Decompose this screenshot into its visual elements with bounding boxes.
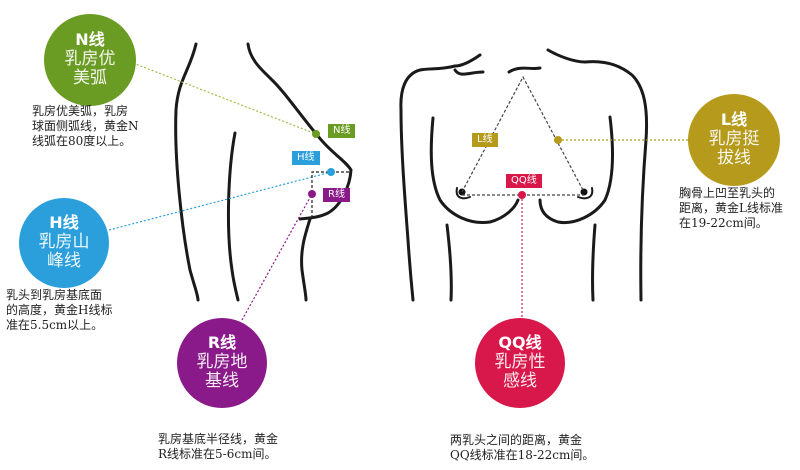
- n-subtitle-2: 美弧: [73, 68, 107, 89]
- desc-line: 准在5.5cm以上。: [6, 318, 104, 332]
- qq-description: 两乳头之间的距离，黄金 QQ线标准在18-22cm间。: [450, 433, 594, 463]
- l-subtitle-2: 拔线: [717, 148, 751, 169]
- desc-line: 球面侧弧线，黄金N: [32, 119, 139, 133]
- desc-line: 线弧在80度以上。: [32, 134, 132, 148]
- h-tag: H线: [292, 151, 320, 165]
- n-point: [312, 130, 320, 138]
- desc-line: 在19-22cm间。: [679, 216, 768, 230]
- h-point: [327, 168, 335, 176]
- n-subtitle-1: 乳房优: [64, 48, 116, 69]
- l-title: L线: [720, 110, 748, 130]
- l-tag: L线: [472, 133, 498, 147]
- h-subtitle-2: 峰线: [47, 251, 81, 272]
- r-subtitle-1: 乳房地: [196, 351, 248, 372]
- r-subtitle-2: 基线: [205, 371, 239, 392]
- side-back-contour: [174, 42, 200, 302]
- l-triangle: [461, 75, 585, 193]
- desc-line: 胸骨上凹至乳头的: [679, 186, 776, 200]
- l-point: [554, 136, 562, 144]
- side-torso-contour: [300, 217, 312, 302]
- front-right-waist: [591, 223, 597, 302]
- desc-line: QQ线标准在18-22cm间。: [450, 448, 595, 462]
- l-subtitle-1: 乳房挺: [708, 128, 760, 149]
- front-right-breast: [538, 115, 615, 225]
- desc-line: 两乳头之间的距离，黄金: [450, 433, 583, 447]
- side-arm-contour: [226, 131, 240, 302]
- desc-line: R线标准在5-6cm间。: [158, 447, 277, 461]
- side-front-contour: [246, 42, 353, 221]
- l-line-badge: L线 乳房挺 拔线: [688, 94, 780, 186]
- desc-line: 距离，黄金L线标准: [679, 201, 783, 215]
- n-line-badge: N线 乳房优 美弧: [44, 14, 136, 106]
- n-leader-line: [132, 62, 317, 135]
- qq-tag: QQ线: [506, 174, 542, 188]
- qq-line-badge: QQ线 乳房性 感线: [475, 318, 565, 408]
- desc-line: 乳房基底半径线，黄金: [158, 432, 279, 446]
- n-tag: N线: [328, 124, 356, 138]
- front-left-breast: [429, 116, 520, 225]
- front-collar: [453, 66, 542, 76]
- r-leader-line: [241, 193, 313, 321]
- desc-line: 乳头到乳房基底面: [6, 288, 103, 302]
- desc-line: 乳房优美弧，乳房: [32, 104, 129, 118]
- r-description: 乳房基底半径线，黄金 R线标准在5-6cm间。: [158, 432, 278, 462]
- h-subtitle-1: 乳房山: [38, 231, 90, 252]
- h-leader-line: [108, 171, 332, 231]
- n-title: N线: [75, 30, 105, 50]
- desc-line: 的高度，黄金H线标: [6, 303, 113, 317]
- h-line-badge: H线 乳房山 峰线: [19, 198, 109, 288]
- l-description: 胸骨上凹至乳头的 距离，黄金L线标准 在19-22cm间。: [679, 186, 783, 231]
- h-title: H线: [49, 213, 79, 233]
- h-measure-box: [311, 171, 350, 218]
- front-right-shoulder: [546, 48, 649, 302]
- r-title: R线: [207, 333, 237, 353]
- r-tag: R线: [323, 188, 350, 202]
- qq-subtitle-1: 乳房性: [494, 351, 546, 372]
- n-description: 乳房优美弧，乳房 球面侧弧线，黄金N 线弧在80度以上。: [32, 104, 139, 149]
- h-description: 乳头到乳房基底面 的高度，黄金H线标 准在5.5cm以上。: [6, 288, 112, 333]
- qq-title: QQ线: [498, 333, 542, 353]
- front-left-shoulder: [399, 53, 482, 302]
- front-left-waist: [445, 223, 453, 302]
- qq-subtitle-2: 感线: [503, 371, 537, 392]
- r-point: [308, 190, 316, 198]
- qq-point: [518, 191, 526, 199]
- r-line-badge: R线 乳房地 基线: [177, 318, 267, 408]
